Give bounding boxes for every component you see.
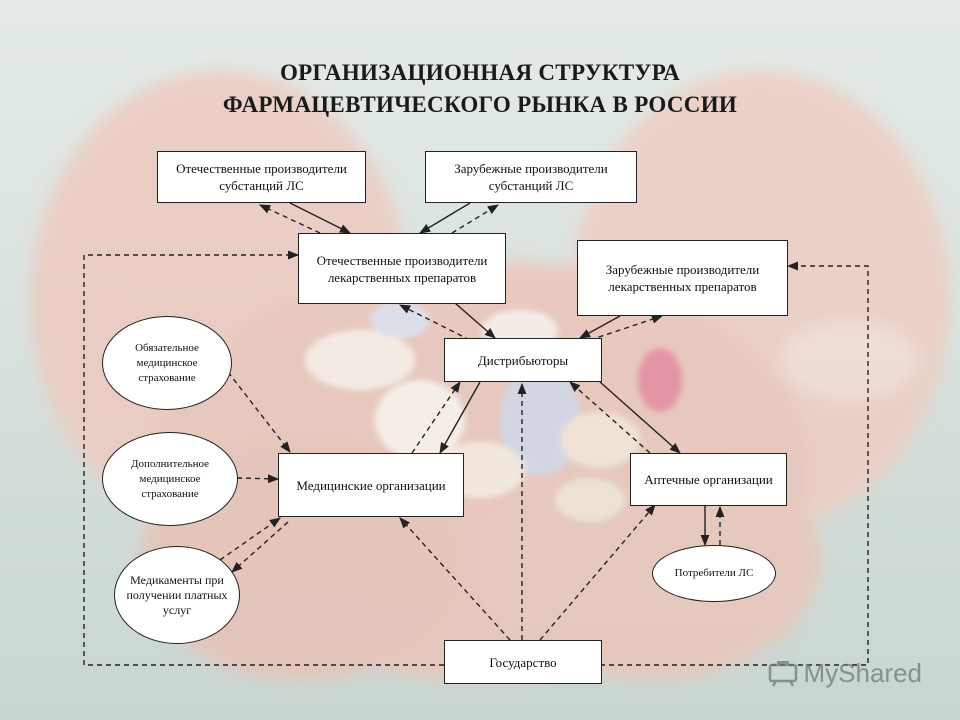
node-domestic-substance-producers: Отечественные производители субстанций Л… [157, 151, 366, 203]
edge-state-domdrug-loop-dashed [83, 250, 444, 666]
node-paid-services-medicines: Медикаменты при получении платных услуг [114, 546, 240, 644]
node-foreign-drug-producers: Зарубежные производители лекарственных п… [577, 240, 788, 316]
slide-title-line-1: ОРГАНИЗАЦИОННАЯ СТРУКТУРА [279, 60, 681, 85]
node-pharmacy-organizations: Аптечные организации [630, 453, 787, 506]
edge-state-fordrug-loop-dashed [600, 261, 869, 666]
node-mandatory-medical-insurance: Обязательное медицинское страхование [102, 316, 232, 410]
node-foreign-substance-producers: Зарубежные производители субстанций ЛС [425, 151, 637, 203]
edge-medorg-distr-dashed [411, 381, 461, 454]
edge-state-pharm-dashed [539, 504, 656, 641]
watermark: MyShared [768, 658, 923, 689]
edge-pharm-distr-dashed [569, 381, 651, 454]
node-domestic-drug-producers: Отечественные производители лекарственны… [298, 233, 506, 304]
edge-distr-domdrug-dashed [398, 304, 471, 341]
edge-domdrug-domsub-dashed [258, 204, 321, 234]
edge-paid-medorg-dashed [219, 517, 281, 561]
edge-distr-medorg-solid [439, 381, 481, 454]
node-distributors: Дистрибьюторы [444, 338, 602, 382]
watermark-text: MyShared [803, 658, 923, 688]
edge-oms-medorg-dashed [227, 371, 291, 453]
edge-fordrug-distr-solid [579, 315, 621, 339]
edge-dms-medorg-dashed [236, 474, 280, 484]
edge-distr-fordrug-dashed [589, 314, 664, 341]
slide-title-line-2: ФАРМАЦЕВТИЧЕСКОГО РЫНКА В РОССИИ [222, 92, 738, 117]
node-additional-medical-insurance: Дополнительное медицинское страхование [102, 432, 238, 526]
edge-distr-pharm-solid [599, 381, 681, 454]
edge-forsub-domdrug-solid [419, 202, 471, 234]
node-medical-organizations: Медицинские организации [278, 453, 464, 517]
edge-domdrug-distr-solid [454, 302, 496, 339]
edge-domsub-domdrug-solid [289, 202, 352, 234]
presentation-board-icon [768, 660, 797, 687]
node-drug-consumers: Потребители ЛС [652, 545, 776, 602]
node-state: Государство [444, 640, 602, 684]
edge-medorg-paid-dashed [231, 521, 289, 573]
edge-state-medorg-dashed [399, 517, 511, 641]
